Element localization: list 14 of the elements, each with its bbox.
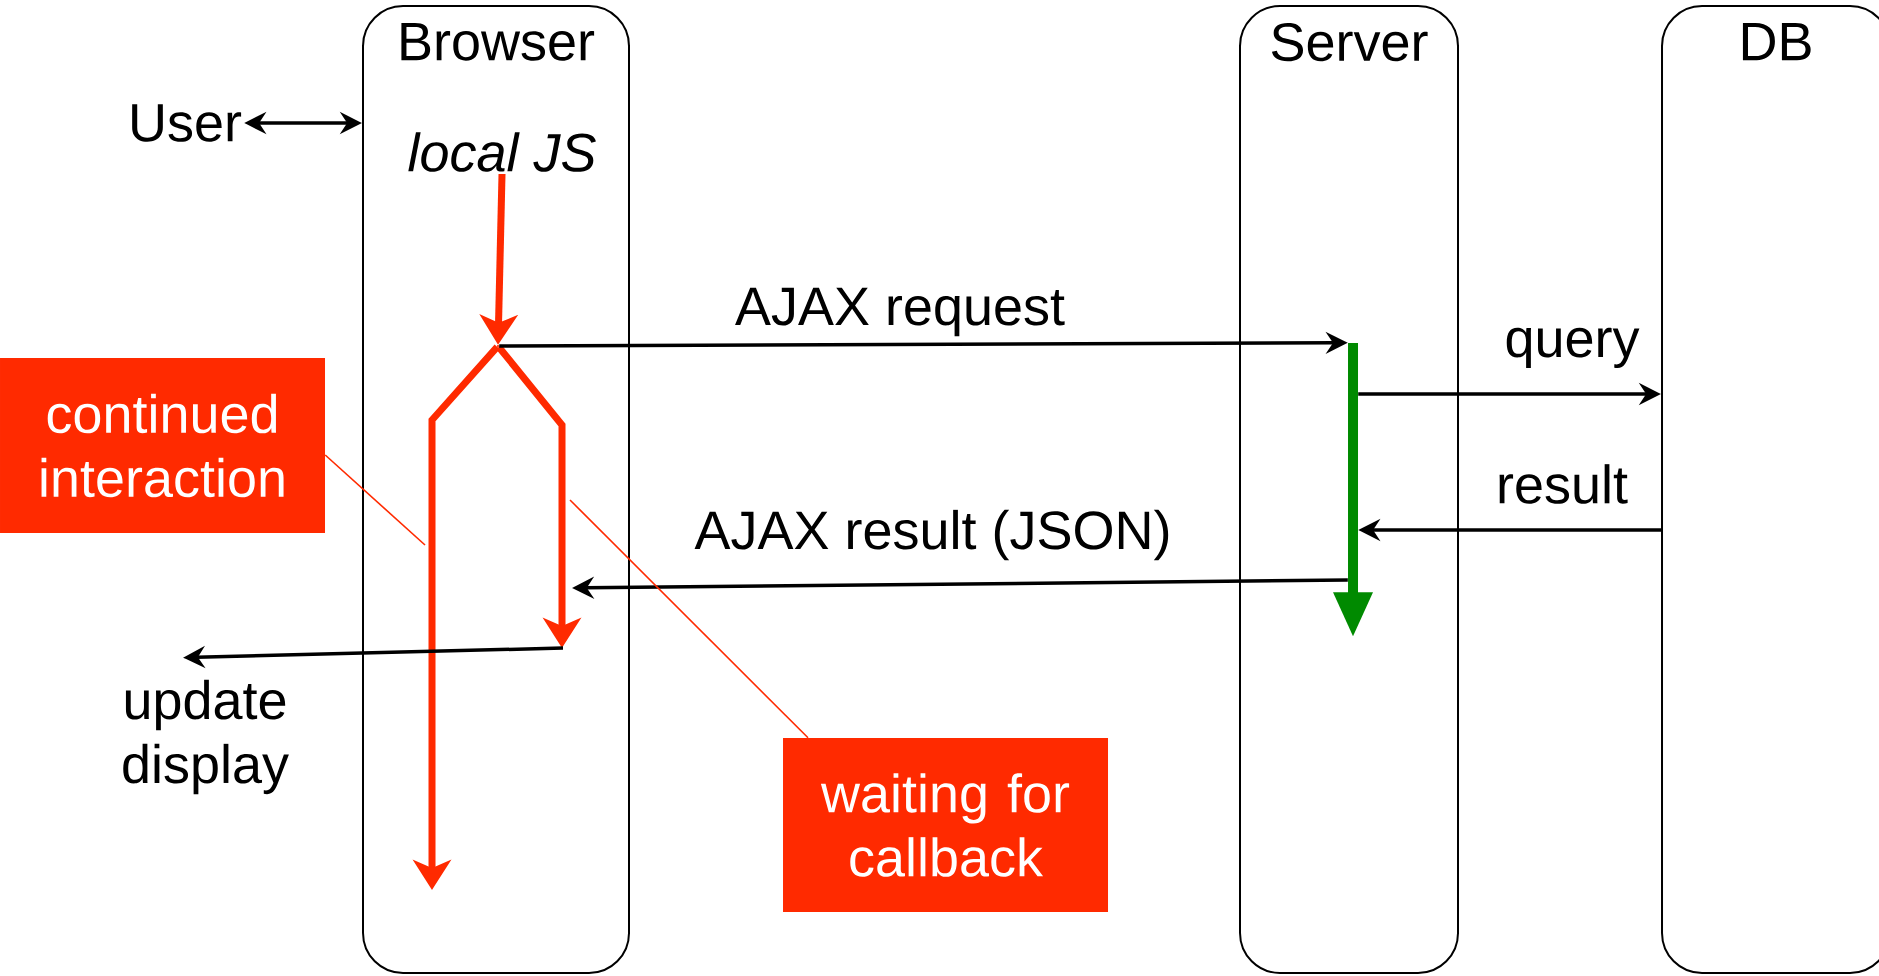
leader-line <box>569 499 809 739</box>
leader-line <box>324 454 426 546</box>
lifeline-box: DB <box>1661 5 1879 974</box>
callout-box: continued interaction <box>0 358 325 533</box>
activation-arrow <box>1333 343 1373 637</box>
actor-label: User <box>132 104 242 142</box>
edge-label: result <box>1494 462 1631 506</box>
lifeline-box: Server <box>1239 5 1459 974</box>
output-label: update display <box>123 679 289 795</box>
callout-box: waiting for callback <box>783 738 1108 912</box>
edge-label: query <box>1502 325 1642 371</box>
edge-label: AJAX request <box>732 285 1068 339</box>
process-label: local JS <box>408 132 596 172</box>
edge-label: AJAX result (JSON) <box>692 507 1174 563</box>
